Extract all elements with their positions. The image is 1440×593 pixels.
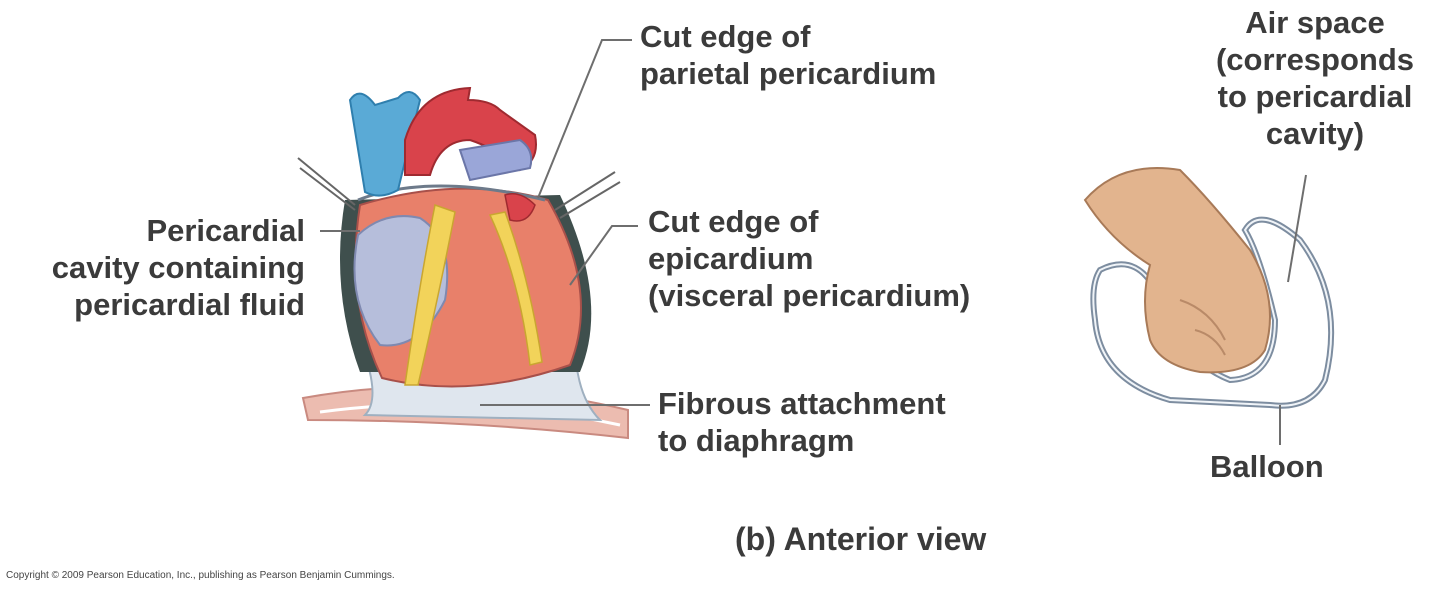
label-balloon: Balloon xyxy=(1210,448,1324,485)
label-line: Balloon xyxy=(1210,449,1324,484)
label-line: (corresponds xyxy=(1215,42,1415,77)
label-air-space: Air space (corresponds to pericardial ca… xyxy=(1190,4,1440,152)
label-line: Fibrous attachment xyxy=(658,386,946,421)
label-line: (visceral pericardium) xyxy=(648,278,971,313)
label-pericardial-cavity: Pericardial cavity containing pericardia… xyxy=(5,212,305,323)
label-cut-edge-epicardium: Cut edge of epicardium (visceral pericar… xyxy=(648,203,970,314)
label-cut-edge-parietal: Cut edge of parietal pericardium xyxy=(640,18,936,92)
fist xyxy=(1083,167,1271,374)
label-line: parietal pericardium xyxy=(640,56,937,91)
label-line: to diaphragm xyxy=(658,423,855,458)
label-line: Pericardial xyxy=(146,213,305,248)
label-line: Cut edge of xyxy=(640,19,811,54)
leader-cut-edge-epicardium xyxy=(569,225,638,286)
coronary-fat xyxy=(404,204,456,386)
pulmonary-trunk xyxy=(458,138,533,182)
label-line: Air space xyxy=(1245,5,1385,40)
label-line: cavity containing xyxy=(51,250,305,285)
leader-cut-edge-parietal xyxy=(537,39,632,199)
superior-vena-cava xyxy=(348,91,422,197)
copyright-notice: Copyright © 2009 Pearson Education, Inc.… xyxy=(6,570,395,581)
label-fibrous-attachment: Fibrous attachment to diaphragm xyxy=(658,385,946,459)
label-line: cavity) xyxy=(1265,116,1365,151)
figure-caption: (b) Anterior view xyxy=(735,521,987,557)
leader-air-space xyxy=(1287,174,1307,283)
label-line: epicardium xyxy=(648,241,814,276)
label-line: pericardial fluid xyxy=(74,287,305,322)
label-line: Cut edge of xyxy=(648,204,819,239)
label-line: to pericardial xyxy=(1217,79,1413,114)
